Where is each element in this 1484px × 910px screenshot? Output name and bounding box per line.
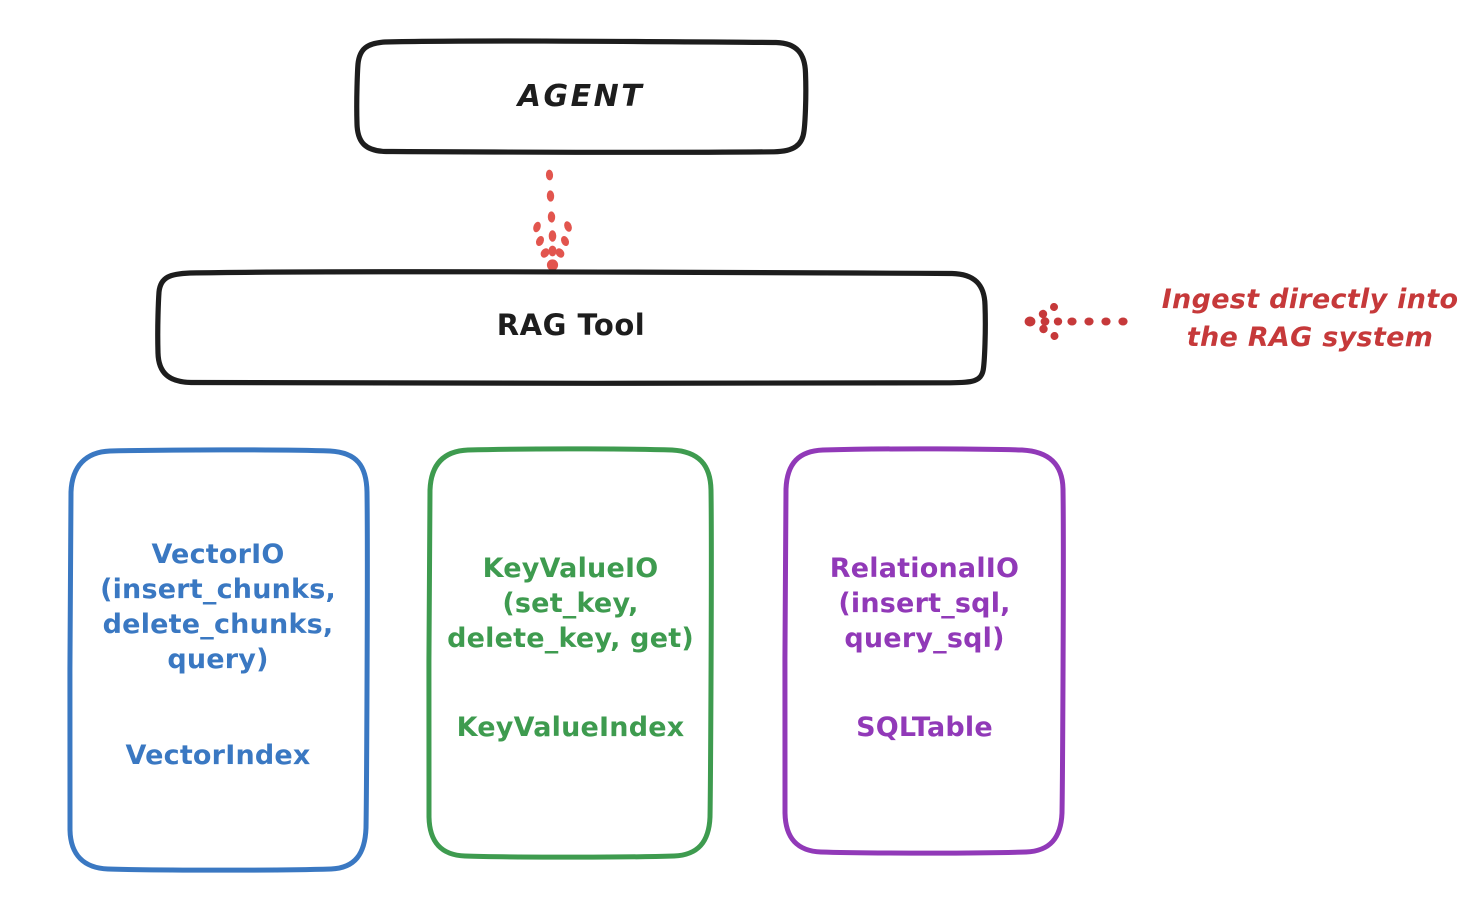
ingest-annotation-text: Ingest directly into the RAG system <box>1161 284 1459 354</box>
vector-io-subtitle: VectorIndex <box>125 740 311 771</box>
node-agent[interactable] <box>354 38 809 155</box>
agent-box-outline <box>354 38 809 155</box>
key-value-io-box-outline <box>426 446 714 860</box>
node-relational-io[interactable] <box>782 446 1066 856</box>
relational-io-subtitle: SQLTable <box>856 712 993 743</box>
node-vector-io[interactable] <box>67 447 370 873</box>
key-value-io-subtitle: KeyValueIndex <box>456 712 685 743</box>
relational-io-title: RelationalIO (insert_sql, query_sql) <box>829 553 1020 655</box>
vector-io-box-outline <box>67 447 370 873</box>
node-rag-tool[interactable] <box>155 269 988 386</box>
key-value-io-title: KeyValueIO (set_key, delete_key, get) <box>447 553 694 655</box>
relational-io-box-outline <box>782 446 1066 856</box>
node-key-value-io[interactable] <box>426 446 714 860</box>
rag-tool-box-outline <box>155 269 988 386</box>
connector-ingest-to-rag-tool <box>1024 303 1128 340</box>
connector-agent-to-rag-tool <box>533 169 572 271</box>
vector-io-title: VectorIO (insert_chunks, delete_chunks, … <box>100 539 336 676</box>
